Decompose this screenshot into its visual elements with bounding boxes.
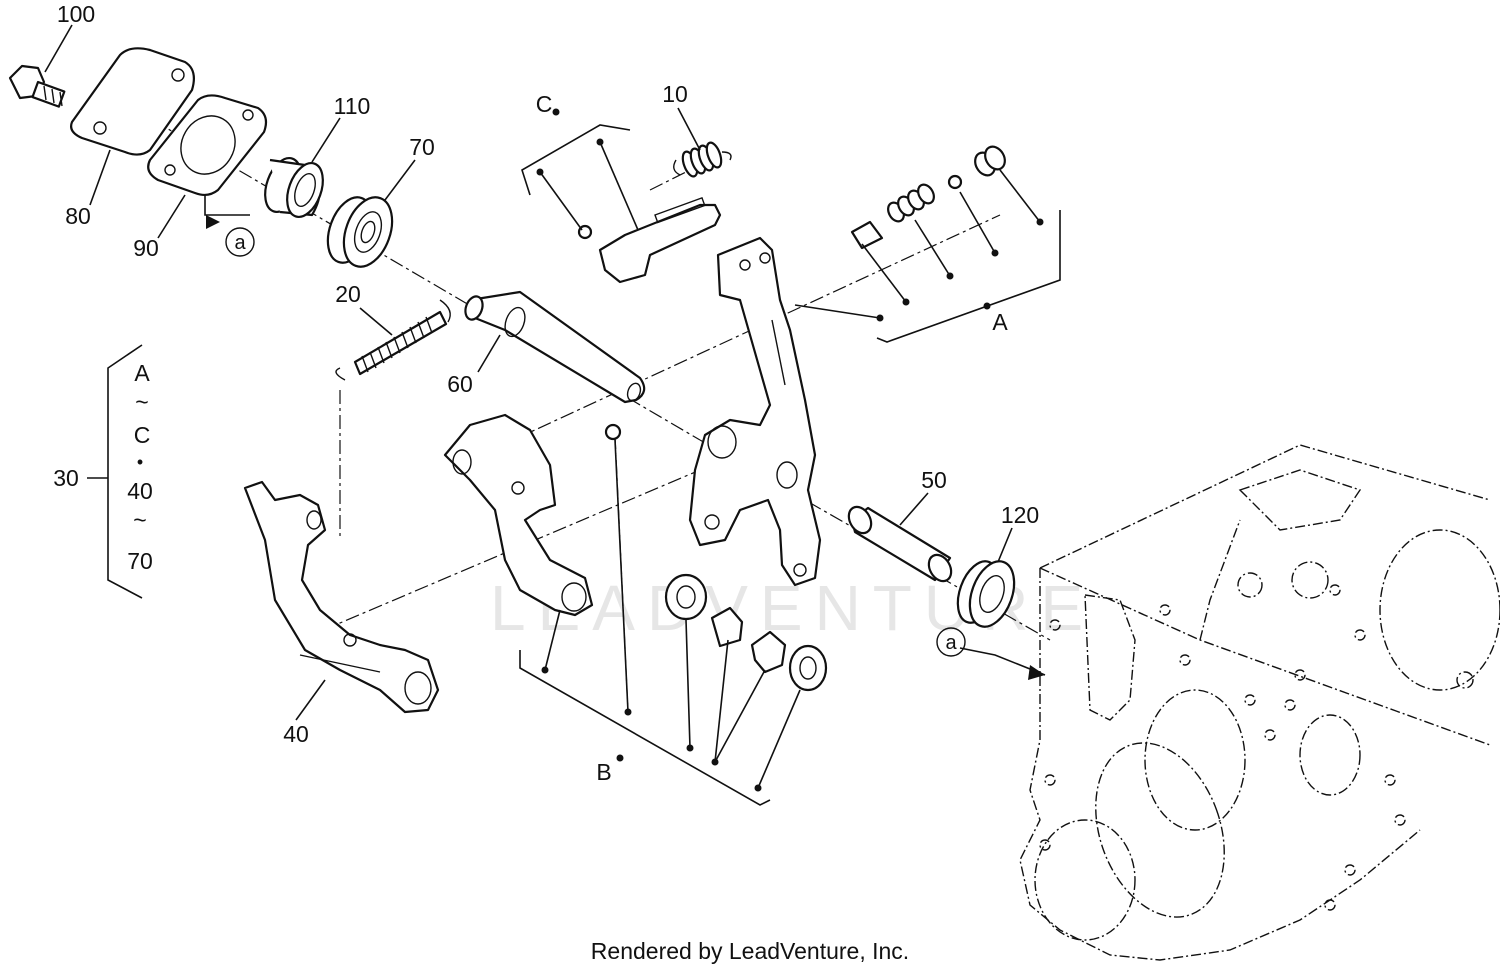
part-labels: 100 80 90 110 70 20 60 10 50 120 40 30 xyxy=(53,1,1039,747)
svg-text:a: a xyxy=(945,632,957,654)
group-b-parts[interactable] xyxy=(664,573,828,692)
svg-text:40: 40 xyxy=(127,478,153,504)
label-100: 100 xyxy=(57,1,95,27)
label-60: 60 xyxy=(447,371,473,397)
svg-text:~: ~ xyxy=(135,389,148,415)
bearing-70[interactable] xyxy=(320,191,401,274)
label-10: 10 xyxy=(662,81,688,107)
label-120: 120 xyxy=(1001,502,1039,528)
label-90: 90 xyxy=(133,235,159,261)
label-20: 20 xyxy=(335,281,361,307)
label-50: 50 xyxy=(921,467,947,493)
label-70: 70 xyxy=(409,134,435,160)
bushing-110[interactable] xyxy=(258,153,329,222)
svg-text:70: 70 xyxy=(127,548,153,574)
bolt-100[interactable] xyxy=(8,64,66,108)
svg-text:C: C xyxy=(134,422,151,448)
governor-lever[interactable] xyxy=(688,236,822,587)
group-a-parts[interactable] xyxy=(850,143,1009,250)
label-30: 30 xyxy=(53,465,79,491)
label-group-c: C xyxy=(536,91,553,117)
group-c-bracket[interactable] xyxy=(577,197,722,284)
spring-10[interactable] xyxy=(673,141,732,179)
fork-lever[interactable] xyxy=(443,413,594,617)
svg-text:a: a xyxy=(234,232,246,254)
crankcase-outline xyxy=(1019,444,1500,961)
label-group-a: A xyxy=(992,309,1008,335)
svg-text:A: A xyxy=(134,360,150,386)
bearing-120[interactable] xyxy=(950,555,1022,633)
label-group-b: B xyxy=(596,759,611,785)
label-40: 40 xyxy=(283,721,309,747)
label-110: 110 xyxy=(334,93,371,119)
lever-40[interactable] xyxy=(243,480,440,714)
pin-50[interactable] xyxy=(844,503,955,585)
gasket-90[interactable] xyxy=(147,94,268,197)
leader-dots xyxy=(536,108,1044,792)
kit-range: A ~ C • 40 ~ 70 xyxy=(127,360,153,574)
cover-plate-80[interactable] xyxy=(70,47,195,156)
footer-credit: Rendered by LeadVenture, Inc. xyxy=(590,938,910,964)
ref-callout-a-top: a xyxy=(206,215,255,257)
label-80: 80 xyxy=(65,203,91,229)
spring-20[interactable] xyxy=(335,299,451,381)
leader-lines xyxy=(44,24,1061,806)
ref-callout-a-bottom: a xyxy=(936,627,1045,680)
group-labels: C A B xyxy=(536,91,1009,785)
shaft-60[interactable] xyxy=(462,290,646,404)
svg-text:~: ~ xyxy=(133,507,146,533)
ball-b[interactable] xyxy=(604,423,622,441)
svg-text:•: • xyxy=(137,452,143,472)
